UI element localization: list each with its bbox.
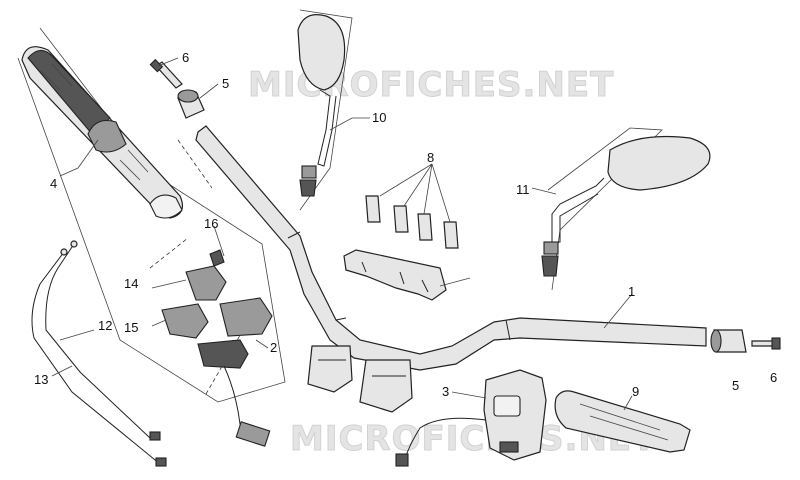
right-switch-assembly xyxy=(395,369,547,467)
callout-15: 15 xyxy=(124,320,138,335)
callout-1: 1 xyxy=(628,284,635,299)
bar-end-screw-top xyxy=(149,58,183,89)
lower-handlebar-clamps xyxy=(307,345,413,413)
left-mirror xyxy=(297,14,346,197)
callout-8: 8 xyxy=(427,150,434,165)
callout-13: 13 xyxy=(34,372,48,387)
upper-handlebar-clamp xyxy=(343,249,447,301)
callout-14: 14 xyxy=(124,276,138,291)
leader-lines xyxy=(51,57,633,411)
callout-9: 9 xyxy=(632,384,639,399)
callout-6-right: 6 xyxy=(770,370,777,385)
callout-2: 2 xyxy=(270,340,277,355)
throttle-cables xyxy=(31,240,167,467)
throttle-pulley-housing xyxy=(161,303,209,339)
handlebar xyxy=(195,125,707,371)
bar-end-weight-right xyxy=(710,329,747,353)
left-throttle-grip xyxy=(21,46,183,219)
switch-housing-lower xyxy=(219,297,273,337)
callout-3: 3 xyxy=(442,384,449,399)
bar-end-weight-top xyxy=(177,89,205,119)
left-switch-connector xyxy=(197,339,271,447)
right-grip xyxy=(554,390,691,453)
callout-6-top: 6 xyxy=(182,50,189,65)
callout-16: 16 xyxy=(204,216,218,231)
switch-housing-upper xyxy=(185,249,227,301)
bar-end-screw-right xyxy=(751,337,781,350)
callout-5-right: 5 xyxy=(732,378,739,393)
callout-11: 11 xyxy=(516,182,530,197)
callout-5-top: 5 xyxy=(222,76,229,91)
right-mirror xyxy=(541,135,711,277)
callout-4: 4 xyxy=(50,176,57,191)
callout-10: 10 xyxy=(372,110,386,125)
callout-12: 12 xyxy=(98,318,112,333)
clamp-screws xyxy=(365,195,459,249)
